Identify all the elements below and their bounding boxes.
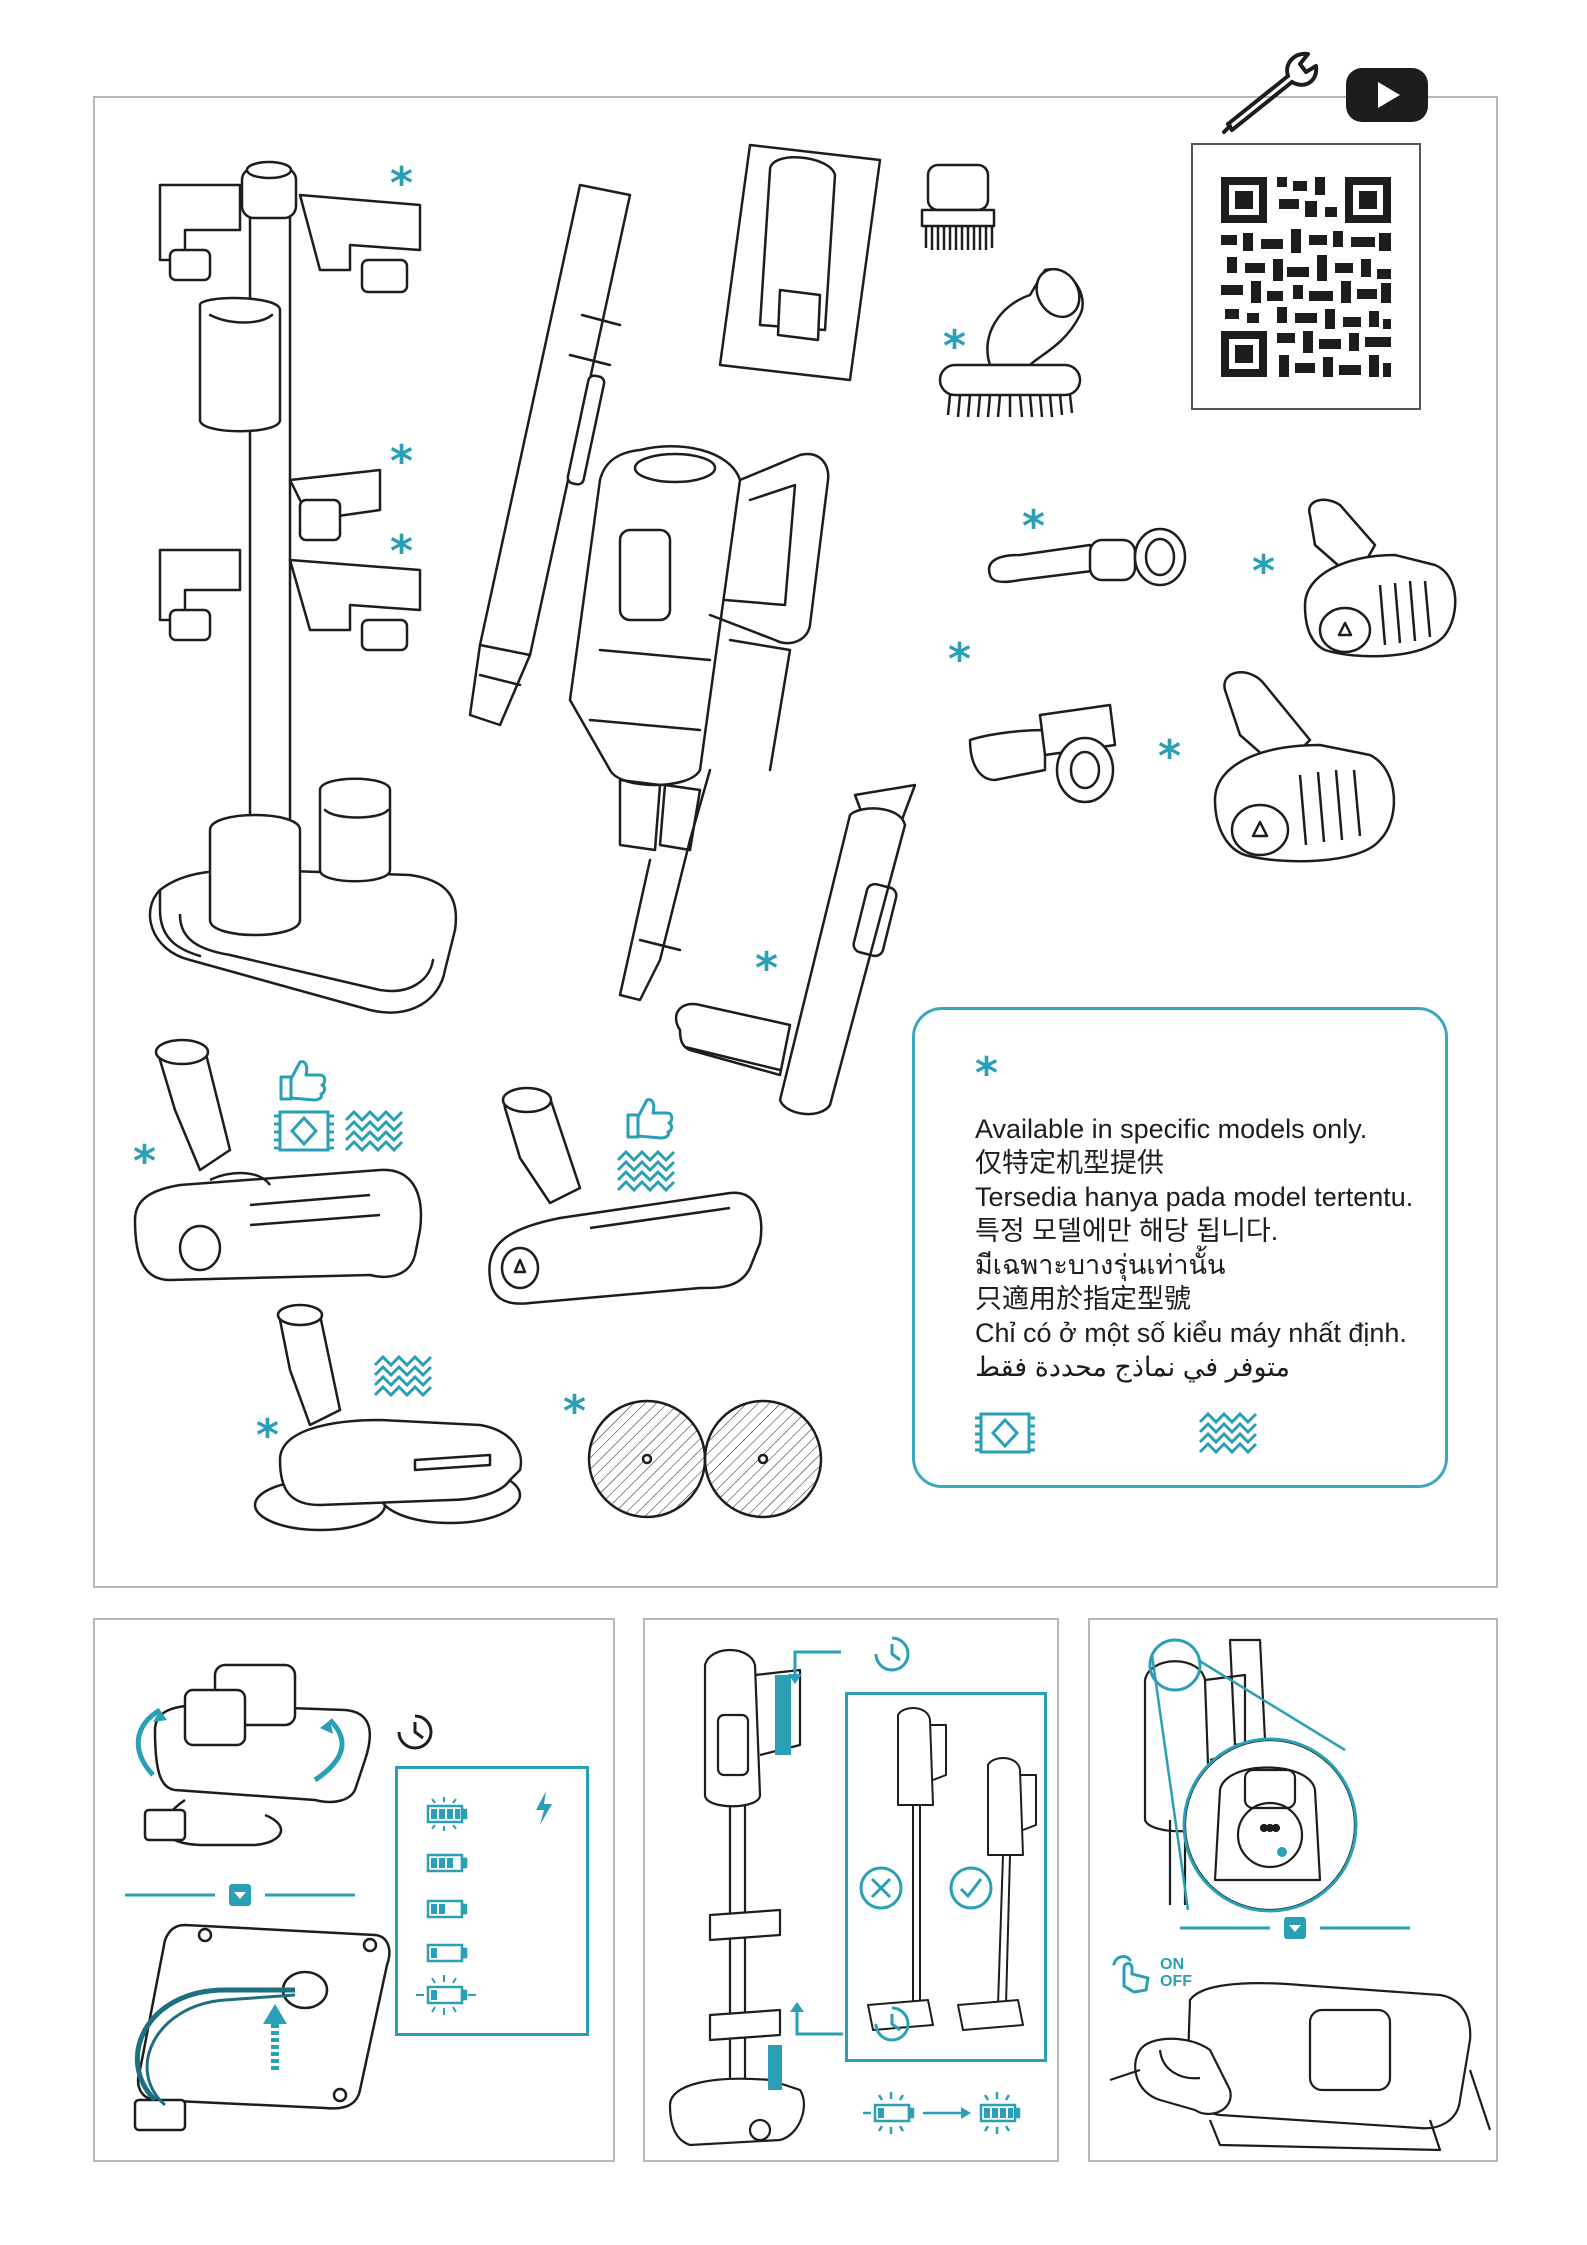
arrow-indicator xyxy=(783,1646,843,1686)
divider-arrow xyxy=(125,1882,355,1908)
battery-two-bars-icon xyxy=(422,1941,472,1965)
legend-line-en: Available in specific models only. xyxy=(975,1112,1435,1146)
thumbs-up-icon xyxy=(625,1095,675,1141)
optional-marker: * xyxy=(256,1414,279,1458)
legend-line-vi: Chỉ có ở một số kiểu máy nhất định. xyxy=(975,1316,1435,1350)
youtube-play-icon[interactable] xyxy=(1344,66,1430,124)
optional-marker: * xyxy=(943,325,966,369)
hand-holding-handheld-illustration xyxy=(1100,1980,1490,2155)
hard-floor-icon xyxy=(373,1355,435,1397)
carpet-icon xyxy=(272,1108,336,1154)
legend-marker: * xyxy=(975,1052,998,1096)
optional-accessories-legend: * Available in specific models only. 仅特定… xyxy=(912,1007,1448,1488)
small-brush-illustration xyxy=(918,160,998,255)
optional-marker: * xyxy=(390,440,413,484)
dock-rotation-illustration xyxy=(115,1650,375,1850)
mini-motorized-head-illustration xyxy=(1285,495,1465,665)
battery-charging-progress-icon xyxy=(863,2090,1033,2136)
optional-marker: * xyxy=(390,162,413,206)
battery-four-bars-icon xyxy=(422,1851,472,1875)
thumbs-up-icon xyxy=(278,1057,328,1103)
battery-low-blinking-icon xyxy=(416,1975,478,2015)
mini-motorized-head-illustration xyxy=(1200,670,1410,870)
check-icon xyxy=(948,1865,994,1911)
cross-icon xyxy=(858,1865,904,1911)
combination-tool-illustration xyxy=(965,700,1145,810)
timer-icon xyxy=(870,2002,914,2046)
wall-mount-detail-illustration xyxy=(1090,1620,1496,1910)
timer-icon xyxy=(870,1632,914,1676)
timer-icon xyxy=(393,1710,437,1754)
mop-nozzle-illustration xyxy=(250,1300,540,1540)
carpet-icon xyxy=(973,1410,1037,1456)
qr-code-pattern xyxy=(1221,177,1391,377)
crevice-tool-illustration xyxy=(980,515,1200,595)
legend-line-ar: متوفر في نماذج محددة فقط xyxy=(975,1350,1435,1384)
legend-line-ko: 특정 모델에만 해당 됩니다. xyxy=(975,1214,1435,1248)
power-on-label: ON xyxy=(1160,1956,1192,1973)
wall-bracket-illustration xyxy=(710,140,890,390)
hard-floor-icon xyxy=(344,1110,406,1152)
lightning-icon xyxy=(534,1791,554,1825)
optional-marker: * xyxy=(390,530,413,574)
hard-floor-icon xyxy=(616,1150,678,1192)
battery-level-box xyxy=(395,1766,589,2036)
charging-dock-panel xyxy=(93,1618,615,2162)
hard-floor-icon xyxy=(1198,1412,1260,1454)
optional-marker: * xyxy=(755,947,778,991)
optional-marker: * xyxy=(948,638,971,682)
mop-pads-illustration xyxy=(585,1395,825,1525)
vacuum-on-stand-illustration xyxy=(650,1635,820,2155)
legend-text: Available in specific models only. 仅特定机型… xyxy=(975,1112,1435,1384)
legend-line-id: Tersedia hanya pada model tertentu. xyxy=(975,1180,1435,1214)
battery-three-bars-icon xyxy=(422,1897,472,1921)
extension-handle-illustration xyxy=(670,785,930,1125)
legend-line-zh-cn: 仅特定机型提供 xyxy=(975,1146,1435,1180)
optional-marker: * xyxy=(1158,735,1181,779)
divider-arrow xyxy=(1180,1915,1410,1941)
legend-line-th: มีเฉพาะบางรุ่นเท่านั้น xyxy=(975,1248,1435,1282)
optional-marker: * xyxy=(1252,550,1275,594)
wrench-screwdriver-icon xyxy=(1218,46,1338,136)
arrow-indicator xyxy=(785,2000,845,2040)
dock-plug-in-illustration xyxy=(125,1920,395,2150)
legend-line-zh-tw: 只適用於指定型號 xyxy=(975,1282,1435,1316)
optional-marker: * xyxy=(1022,505,1045,549)
wall-mount-panel: ON OFF xyxy=(1088,1618,1498,2162)
qr-code[interactable] xyxy=(1191,143,1421,410)
optional-marker: * xyxy=(133,1140,156,1184)
battery-full-icon xyxy=(422,1797,472,1831)
optional-marker: * xyxy=(563,1390,586,1434)
storage-panel xyxy=(643,1618,1059,2162)
